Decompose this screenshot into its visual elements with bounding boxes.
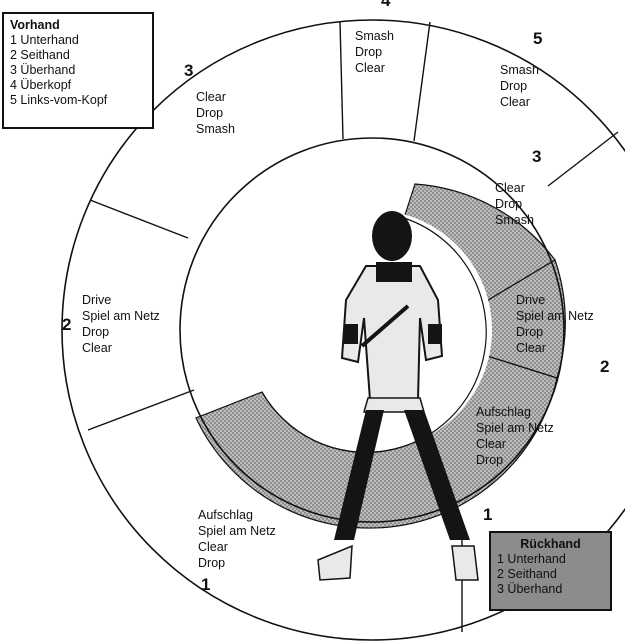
outer-sector-4-labels: Smash Drop Clear	[355, 29, 394, 75]
outer-s2-line-1: Drive	[82, 293, 111, 307]
forehand-legend-item: 3 Überhand	[10, 63, 76, 77]
backhand-legend-title: Rückhand	[520, 537, 581, 551]
inner-s3-line-2: Drop	[495, 197, 522, 211]
outer-s1-line-3: Clear	[198, 540, 228, 554]
inner-s1-line-2: Spiel am Netz	[476, 421, 554, 435]
outer-s2-line-4: Clear	[82, 341, 112, 355]
inner-ring	[179, 137, 565, 523]
backhand-legend-item: 3 Überhand	[497, 582, 563, 596]
forehand-legend-item: 1 Unterhand	[10, 33, 79, 47]
outer-s5-line-1: Smash	[500, 63, 539, 77]
inner-s3-line-3: Smash	[495, 213, 534, 227]
outer-sector-3-labels: Clear Drop Smash	[196, 90, 235, 136]
outer-s3-line-3: Smash	[196, 122, 235, 136]
outer-zone-number-1: 1	[201, 575, 210, 594]
inner-zone-number-1: 1	[483, 505, 492, 524]
inner-s1-line-1: Aufschlag	[476, 405, 531, 419]
player-figure	[317, 211, 479, 581]
forehand-legend-item: 2 Seithand	[10, 48, 70, 62]
inner-sector-3-labels: Clear Drop Smash	[495, 181, 534, 227]
outer-s3-line-2: Drop	[196, 106, 223, 120]
outer-zone-number-5: 5	[533, 29, 542, 48]
outer-s4-line-3: Clear	[355, 61, 385, 75]
forehand-legend-title: Vorhand	[10, 18, 60, 32]
inner-s1-line-4: Drop	[476, 453, 503, 467]
outer-s1-line-1: Aufschlag	[198, 508, 253, 522]
outer-zone-number-4: 4	[381, 0, 391, 10]
forehand-legend: Vorhand 1 Unterhand 2 Seithand 3 Überhan…	[2, 12, 154, 129]
outer-s4-line-1: Smash	[355, 29, 394, 43]
outer-s2-line-2: Spiel am Netz	[82, 309, 160, 323]
inner-sector-1-labels: Aufschlag Spiel am Netz Clear Drop	[476, 405, 554, 467]
inner-s2-line-3: Drop	[516, 325, 543, 339]
outer-s4-line-2: Drop	[355, 45, 382, 59]
outer-divider-1	[87, 389, 195, 431]
outer-zone-number-3: 3	[184, 61, 193, 80]
outer-sector-2-labels: Drive Spiel am Netz Drop Clear	[82, 293, 160, 355]
outer-s1-line-2: Spiel am Netz	[198, 524, 276, 538]
outer-s5-line-3: Clear	[500, 95, 530, 109]
forehand-legend-item: 5 Links-vom-Kopf	[10, 93, 108, 107]
forehand-legend-item: 4 Überkopf	[10, 78, 72, 92]
inner-s2-line-4: Clear	[516, 341, 546, 355]
outer-s5-line-2: Drop	[500, 79, 527, 93]
outer-divider-4	[413, 21, 431, 142]
outer-s2-line-3: Drop	[82, 325, 109, 339]
inner-s2-line-2: Spiel am Netz	[516, 309, 594, 323]
backhand-legend-item: 1 Unterhand	[497, 552, 566, 566]
outer-divider-3	[339, 21, 344, 140]
center-hole-edge	[261, 217, 487, 453]
outer-divider-2	[89, 199, 189, 239]
outer-zone-number-2: 2	[62, 315, 71, 334]
backhand-legend: Rückhand 1 Unterhand 2 Seithand 3 Überha…	[489, 531, 612, 611]
inner-s3-line-1: Clear	[495, 181, 525, 195]
outer-s1-line-4: Drop	[198, 556, 225, 570]
outer-divider-5	[547, 131, 619, 187]
outer-sector-5-labels: Smash Drop Clear	[500, 63, 539, 109]
inner-s2-line-1: Drive	[516, 293, 545, 307]
backhand-legend-item: 2 Seithand	[497, 567, 557, 581]
inner-zone-number-3: 3	[532, 147, 541, 166]
outer-s3-line-1: Clear	[196, 90, 226, 104]
inner-s1-line-3: Clear	[476, 437, 506, 451]
inner-zone-number-2: 2	[600, 357, 609, 376]
outer-sector-1-labels: Aufschlag Spiel am Netz Clear Drop	[198, 508, 276, 570]
inner-sector-2-labels: Drive Spiel am Netz Drop Clear	[516, 293, 594, 355]
